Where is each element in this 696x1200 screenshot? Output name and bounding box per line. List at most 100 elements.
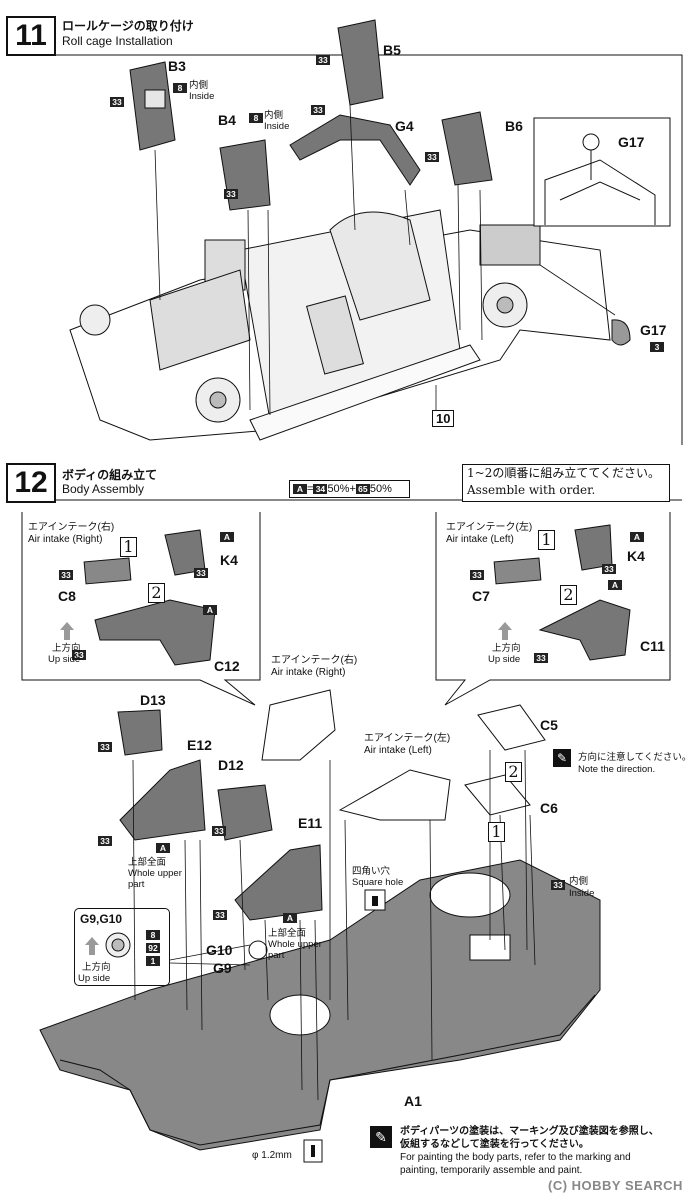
- part-10: 10: [432, 410, 455, 427]
- part-e12: E12: [187, 737, 212, 753]
- part-a1: A1: [404, 1093, 422, 1109]
- part-c8: C8: [58, 588, 76, 604]
- order-note-en: Assemble with order.: [467, 483, 596, 497]
- mix-pct2: 50%: [369, 483, 392, 495]
- part-g17-side: G17: [640, 322, 667, 338]
- paint-33-a1-inside: 33: [551, 880, 565, 890]
- part-c7: C7: [472, 588, 490, 604]
- paint-a-c11: A: [608, 580, 622, 590]
- mix-pct1: 50%+: [327, 483, 356, 495]
- part-g4: G4: [395, 118, 414, 134]
- paint-33-c11: 33: [534, 653, 548, 663]
- up-side-jp-right: 上方向: [52, 643, 81, 654]
- paint-33-g4: 33: [311, 105, 325, 115]
- part-k4-left: K4: [627, 548, 645, 564]
- paint-a-k4-left: A: [630, 532, 644, 542]
- paint-33-k4-right: 33: [194, 568, 208, 578]
- order-1-left: 1: [538, 530, 555, 550]
- direction-note-jp: 方向に注意してください。: [578, 752, 692, 763]
- order-note-jp: 1~2の順番に組み立ててください。: [467, 466, 660, 480]
- inside-jp-a1: 内側: [569, 876, 589, 887]
- g9-g10-detail-box: [74, 908, 170, 986]
- part-b5: B5: [383, 42, 401, 58]
- part-d13: D13: [140, 692, 166, 708]
- inside-en-a1: Inside: [569, 888, 595, 899]
- paint-3: 3: [650, 342, 664, 352]
- order-1-c6: 1: [488, 822, 505, 842]
- part-c5: C5: [540, 717, 558, 733]
- step-12-number: 12: [6, 463, 56, 503]
- bottom-note-en-1: For painting the body parts, refer to th…: [400, 1152, 631, 1163]
- paint-33-b4: 33: [224, 189, 238, 199]
- paint-a-e11: A: [283, 913, 297, 923]
- intake-right-en-main: Air intake (Right): [271, 667, 346, 678]
- square-hole-en: Square hole: [352, 877, 404, 888]
- order-2-c5: 2: [505, 762, 522, 782]
- inside-label-en: Inside: [189, 91, 215, 102]
- intake-right-en: Air intake (Right): [28, 534, 103, 545]
- direction-note-en: Note the direction.: [578, 764, 656, 775]
- paint-a-e12: A: [156, 843, 170, 853]
- part-b3: B3: [168, 58, 186, 74]
- intake-left-jp: エアインテーク(左): [446, 522, 533, 533]
- inside-label-jp: 内側: [189, 80, 209, 91]
- paint-33-b5: 33: [316, 55, 330, 65]
- paint-a-k4-right: A: [220, 532, 234, 542]
- up-side-jp-g9: 上方向: [82, 962, 111, 973]
- whole-upper-en-e12: Whole upper part: [128, 868, 182, 890]
- up-side-en-right: Up side: [48, 654, 81, 665]
- paint-33-k4-left: 33: [602, 564, 616, 574]
- part-g17-top: G17: [618, 134, 645, 150]
- paint-33-c12: 33: [72, 650, 86, 660]
- square-hole-jp: 四角い穴: [352, 866, 391, 877]
- paint-8: 8: [173, 83, 187, 93]
- paint-8-g9: 8: [146, 930, 160, 940]
- intake-left-en-main: Air intake (Left): [364, 745, 432, 756]
- bottom-note-jp-1: ボディパーツの塗装は、マーキング及び塗装図を参照し、: [400, 1126, 659, 1137]
- whole-upper-jp-e11: 上部全面: [268, 928, 307, 939]
- part-e11: E11: [298, 815, 323, 831]
- intake-right-jp-main: エアインテーク(右): [271, 655, 358, 666]
- inside-label-jp-b4: 内側: [264, 110, 284, 121]
- up-side-en-g9: Up side: [78, 973, 111, 984]
- paint-92-g9: 92: [146, 943, 160, 953]
- order-2-right: 2: [148, 583, 165, 603]
- paint-1-g9: 1: [146, 956, 160, 966]
- order-note-box: 1~2の順番に組み立ててください。 Assemble with order.: [462, 464, 670, 502]
- g9-g10-label: G9,G10: [80, 912, 123, 926]
- drill-size: φ 1.2mm: [252, 1150, 292, 1161]
- paint-a-c12: A: [203, 605, 217, 615]
- paint-33-c8: 33: [59, 570, 73, 580]
- step-12-title-en: Body Assembly: [62, 482, 145, 496]
- part-c6: C6: [540, 800, 558, 816]
- paint-8-b4: 8: [249, 113, 263, 123]
- step-12-title-jp: ボディの組み立て: [62, 468, 158, 482]
- paint-brush-icon: ✎: [370, 1126, 392, 1148]
- watermark: (C) HOBBY SEARCH: [548, 1178, 683, 1193]
- paint-33-d12: 33: [212, 826, 226, 836]
- intake-right-jp: エアインテーク(右): [28, 522, 115, 533]
- intake-left-en: Air intake (Left): [446, 534, 514, 545]
- paint-33-e12: 33: [98, 836, 112, 846]
- part-b4: B4: [218, 112, 236, 128]
- paint-33-b6: 33: [425, 152, 439, 162]
- up-side-jp-left: 上方向: [492, 643, 521, 654]
- paint-33-d13: 33: [98, 742, 112, 752]
- bottom-note-jp-2: 仮組するなどして塗装を行ってください。: [400, 1139, 589, 1150]
- whole-upper-en-e11: Whole upper part: [268, 939, 322, 961]
- up-side-en-left: Up side: [488, 654, 521, 665]
- part-d12: D12: [218, 757, 244, 773]
- paint-33-c7: 33: [470, 570, 484, 580]
- paint-65: 65: [355, 484, 370, 494]
- mix-eq: =: [307, 483, 314, 495]
- whole-upper-jp-e12: 上部全面: [128, 857, 167, 868]
- step-11-number: 11: [6, 16, 56, 56]
- order-2-left: 2: [560, 585, 577, 605]
- paint-a: A: [293, 484, 307, 494]
- step-11-title-jp: ロールケージの取り付け: [62, 19, 194, 33]
- intake-left-jp-main: エアインテーク(左): [364, 733, 451, 744]
- part-g10: G10: [206, 942, 233, 958]
- brush-icon: ✎: [553, 749, 571, 767]
